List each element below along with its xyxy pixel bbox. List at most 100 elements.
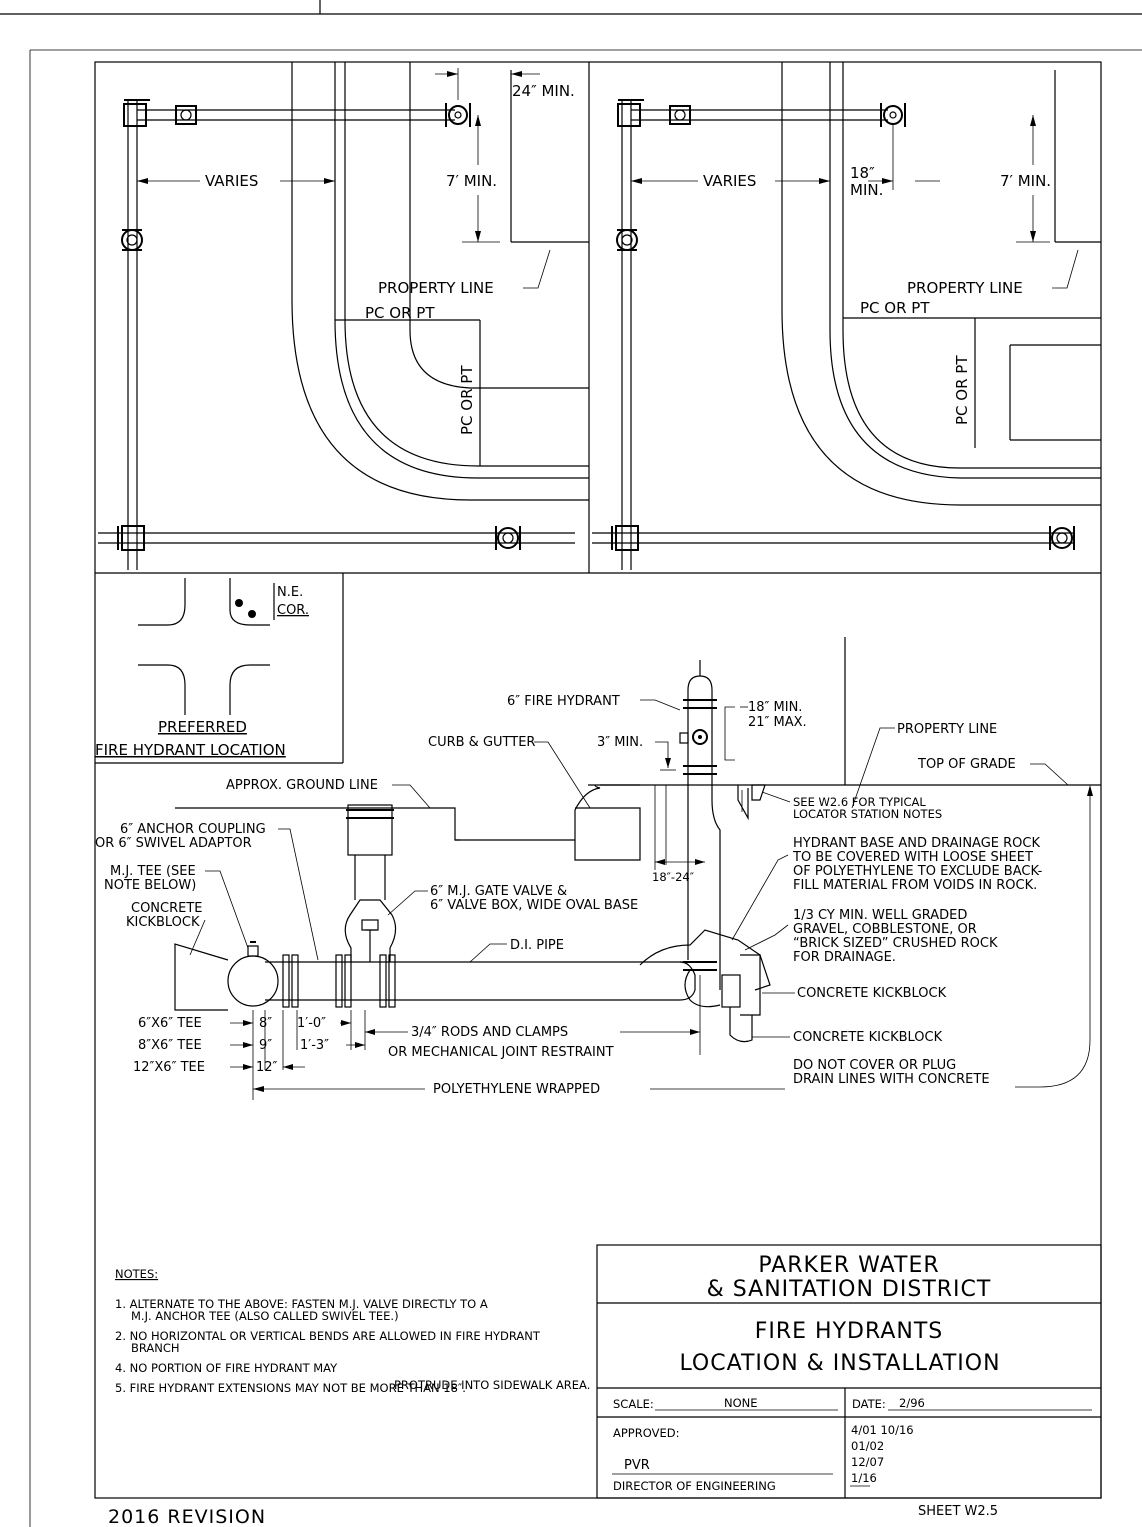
anchor-coupling-label: 6″ ANCHOR COUPLING [120,822,266,837]
pc-pt-label: PC OR PT [365,304,435,322]
gate-valve-label: 6″ M.J. GATE VALVE & [430,884,567,899]
notes-section: NOTES: 1. ALTERNATE TO THE ABOVE: FASTEN… [115,1267,590,1395]
dim-8-label: 8″ [259,1016,272,1031]
mj-tee-label-2: NOTE BELOW) [104,878,196,893]
sheet-number: SHEET W2.5 [918,1504,998,1519]
dim-24-min [435,68,540,100]
min7-label: 7′ MIN. [1000,172,1051,190]
fire-hydrant-icon [679,660,721,990]
curb-outline [781,62,1101,506]
revision-date-2: 01/02 [851,1439,884,1453]
di-pipe-label: D.I. PIPE [510,938,564,953]
bottom-valve-icon [495,526,521,550]
fire-hydrant-plan-icon [445,103,471,127]
note-1: 1. ALTERNATE TO THE ABOVE: FASTEN M.J. V… [115,1297,488,1311]
property-line-label: PROPERTY LINE [907,279,1023,297]
main-pipe-vertical [127,100,138,570]
dim-1-0-label: 1′-0″ [297,1016,326,1031]
tee-8x6-label: 8″X6″ TEE [138,1038,202,1053]
drain-note-1: DO NOT COVER OR PLUG [793,1058,956,1073]
hydrant-base-note-1: HYDRANT BASE AND DRAINAGE ROCK [793,836,1040,851]
min24-label: 24″ MIN. [512,82,575,100]
note-5: 5. FIRE HYDRANT EXTENSIONS MAY NOT BE MO… [115,1381,466,1395]
top-of-grade-label: TOP OF GRADE [917,757,1016,772]
plan-left: VARIES 24″ MIN. 7′ MIN. PROPERTY LINE PC… [98,62,589,570]
di-pipe [265,961,696,1001]
date-value: 2/96 [899,1396,925,1410]
fire-hydrant-plan-icon [880,103,906,127]
org-name-line-1: PARKER WATER [758,1253,939,1278]
sidewalk-lines [843,317,1101,448]
min18-label: 18″ [850,164,875,182]
ne-corner-label-2: COR. [277,603,309,618]
dim-9-label: 9″ [259,1038,272,1053]
org-name-line-2: & SANITATION DISTRICT [707,1277,992,1302]
drain-rock-note-3: “BRICK SIZED” CRUSHED ROCK [793,936,998,951]
min18-label: 18″ MIN. [748,700,802,715]
hydrant-base-note-4: FILL MATERIAL FROM VOIDS IN ROCK. [793,878,1037,893]
plan-right: VARIES 18″ MIN. 7′ MIN. PROPERTY LINE PC… [592,62,1101,570]
hydrant-dot-icon [235,599,243,607]
gate-valve-icon [344,804,397,962]
main-pipe-vertical [621,100,632,570]
concrete-kickblock-tee-label: CONCRETE [131,901,203,916]
main-pipe-bottom [592,532,1075,544]
pc-pt-vertical-label: PC OR PT [458,365,476,435]
fire-hydrant-location-label: FIRE HYDRANT LOCATION [95,741,286,759]
mj-tee-icon [227,941,279,1007]
main-valve-icon [121,229,143,251]
bottom-valve-icon [1049,526,1075,550]
dim-7-min [1016,115,1050,243]
tee-12x6-label: 12″X6″ TEE [133,1060,205,1075]
see-w26-label: SEE W2.6 FOR TYPICAL [793,795,926,809]
hydrant-section-detail: PROPERTY LINE TOP OF GRADE APPROX. GROUN… [95,637,1101,1100]
hydrant-base-note-3: OF POLYETHYLENE TO EXCLUDE BACK- [793,864,1043,879]
dim-varies [137,178,335,184]
drain-rock-note-4: FOR DRAINAGE. [793,950,896,965]
property-line-label: PROPERTY LINE [897,722,997,737]
property-line [1054,70,1101,243]
notes-heading: NOTES: [115,1267,158,1281]
varies-label: VARIES [205,172,258,190]
preferred-location-inset: N.E. COR. PREFERRED FIRE HYDRANT LOCATIO… [95,573,344,764]
polyethylene-wrapped-label: POLYETHYLENE WRAPPED [433,1082,600,1097]
rods-clamps-label: 3/4″ RODS AND CLAMPS [411,1025,568,1040]
pc-pt-label: PC OR PT [860,299,930,317]
property-line [510,70,589,243]
dim-18-24-label: 18″-24″ [652,870,695,884]
hydrant-base-note-2: TO BE COVERED WITH LOOSE SHEET [792,850,1033,865]
gate-valve-label-2: 6″ VALVE BOX, WIDE OVAL BASE [430,898,638,913]
approved-label: APPROVED: [613,1426,679,1440]
scale-label: SCALE: [613,1397,654,1411]
date-label: DATE: [852,1397,886,1411]
note-2: 2. NO HORIZONTAL OR VERTICAL BENDS ARE A… [115,1329,541,1343]
note-4: 4. NO PORTION OF FIRE HYDRANT MAY [115,1361,338,1375]
concrete-kickblock-label-2: CONCRETE KICKBLOCK [793,1030,943,1045]
max21-label: 21″ MAX. [748,715,807,730]
revision-date-4: 1/16 [851,1471,877,1485]
note-2-cont: BRANCH [131,1341,180,1355]
scale-value: NONE [724,1396,758,1410]
min7-label: 7′ MIN. [446,172,497,190]
dim-7-min [462,115,500,243]
tee-kickblock [174,943,229,1011]
bottom-tee-icon [611,525,639,551]
note-1-cont: M.J. ANCHOR TEE (ALSO CALLED SWIVEL TEE.… [131,1309,399,1323]
revision-footer: 2016 REVISION [108,1506,266,1527]
fire-hydrant-label: 6″ FIRE HYDRANT [507,694,620,709]
approved-value: PVR [624,1458,650,1473]
revision-date-3: 12/07 [851,1455,884,1469]
dim-18-min [868,125,940,190]
note-4-cont: PROTRUDE INTO SIDEWALK AREA. [394,1378,590,1392]
curb-outline [291,62,589,501]
gate-valve-icon [669,105,691,125]
preferred-label: PREFERRED [158,718,247,736]
min3-label: 3″ MIN. [597,735,643,750]
director-label: DIRECTOR OF ENGINEERING [613,1479,776,1493]
dim-12-label: 12″ [256,1060,278,1075]
ne-corner-label: N.E. [277,585,303,600]
gate-valve-icon [175,105,197,125]
drain-note-2: DRAIN LINES WITH CONCRETE [793,1072,990,1087]
drainage-rock [639,929,771,1008]
